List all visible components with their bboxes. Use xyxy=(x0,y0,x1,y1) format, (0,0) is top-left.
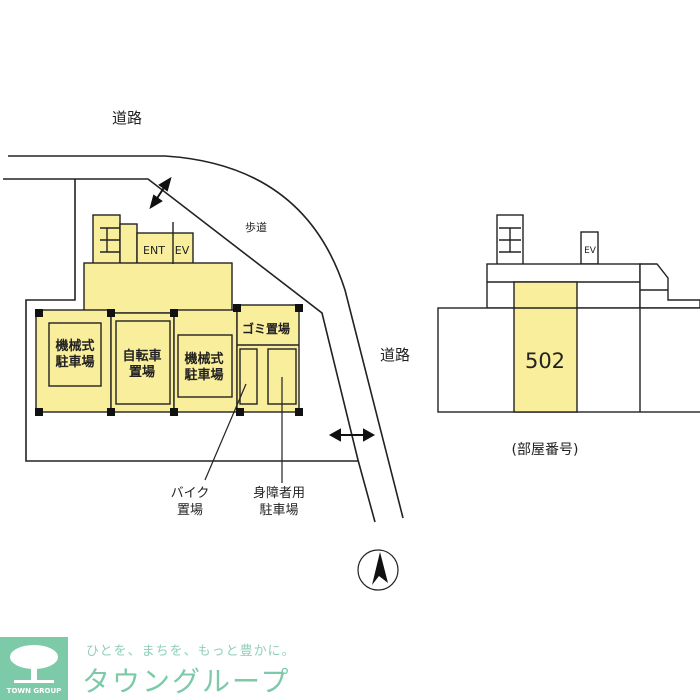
mech-2-inner xyxy=(177,334,233,398)
entrance-block xyxy=(136,232,194,265)
label-sidewalk: 歩道 xyxy=(245,220,267,234)
label-mech-parking-2-line2: 駐車場 xyxy=(184,367,223,383)
roads xyxy=(3,155,404,523)
small-room xyxy=(119,223,138,265)
label-mech-parking-2: 機械式 xyxy=(184,351,223,367)
label-mech-parking-1: 機械式 xyxy=(55,338,94,354)
label-accessible-parking-line2: 駐車場 xyxy=(259,503,298,518)
bicycle-inner xyxy=(115,320,171,405)
town-group-logo: TOWN GROUP xyxy=(0,637,68,700)
road-outer-edge xyxy=(8,155,404,519)
label-bicycle-parking: 自転車 xyxy=(122,348,161,364)
north-arrow-icon xyxy=(372,552,388,585)
tree-icon xyxy=(10,645,58,683)
columns xyxy=(35,304,303,416)
label-entrance: ENT xyxy=(143,244,165,257)
label-road-right: 道路 xyxy=(380,346,410,364)
logo-brand: タウングループ xyxy=(82,665,291,698)
floor-plan xyxy=(437,214,700,413)
compass xyxy=(357,549,399,591)
label-bike-parking-line2: 置場 xyxy=(177,503,203,518)
label-garbage: ゴミ置場 xyxy=(242,321,290,336)
label-bicycle-parking-line2: 置場 xyxy=(129,364,155,380)
label-ev: EV xyxy=(175,244,190,257)
label-accessible-parking: 身障者用 xyxy=(253,485,305,501)
bike-slot xyxy=(239,348,258,405)
label-road-top: 道路 xyxy=(112,109,142,127)
access-arrows xyxy=(149,176,376,442)
mech-1-inner xyxy=(48,322,102,387)
leader-lines xyxy=(204,377,283,483)
fp-label-ev: EV xyxy=(584,246,597,256)
logo-text-en: TOWN GROUP xyxy=(6,687,62,695)
lot-boundary xyxy=(25,179,358,462)
room-number-caption: (部屋番号) xyxy=(512,442,579,458)
main-hall xyxy=(83,262,233,314)
road-inner-edge xyxy=(3,178,376,523)
parking-building xyxy=(35,214,300,413)
label-bike-parking: バイク xyxy=(171,486,210,501)
unit-502 xyxy=(513,281,578,413)
logo-slogan: ひとを、まちを、もっと豊かに。 xyxy=(86,644,296,659)
room-number: 502 xyxy=(525,349,565,373)
label-mech-parking-1-line2: 駐車場 xyxy=(55,354,94,370)
